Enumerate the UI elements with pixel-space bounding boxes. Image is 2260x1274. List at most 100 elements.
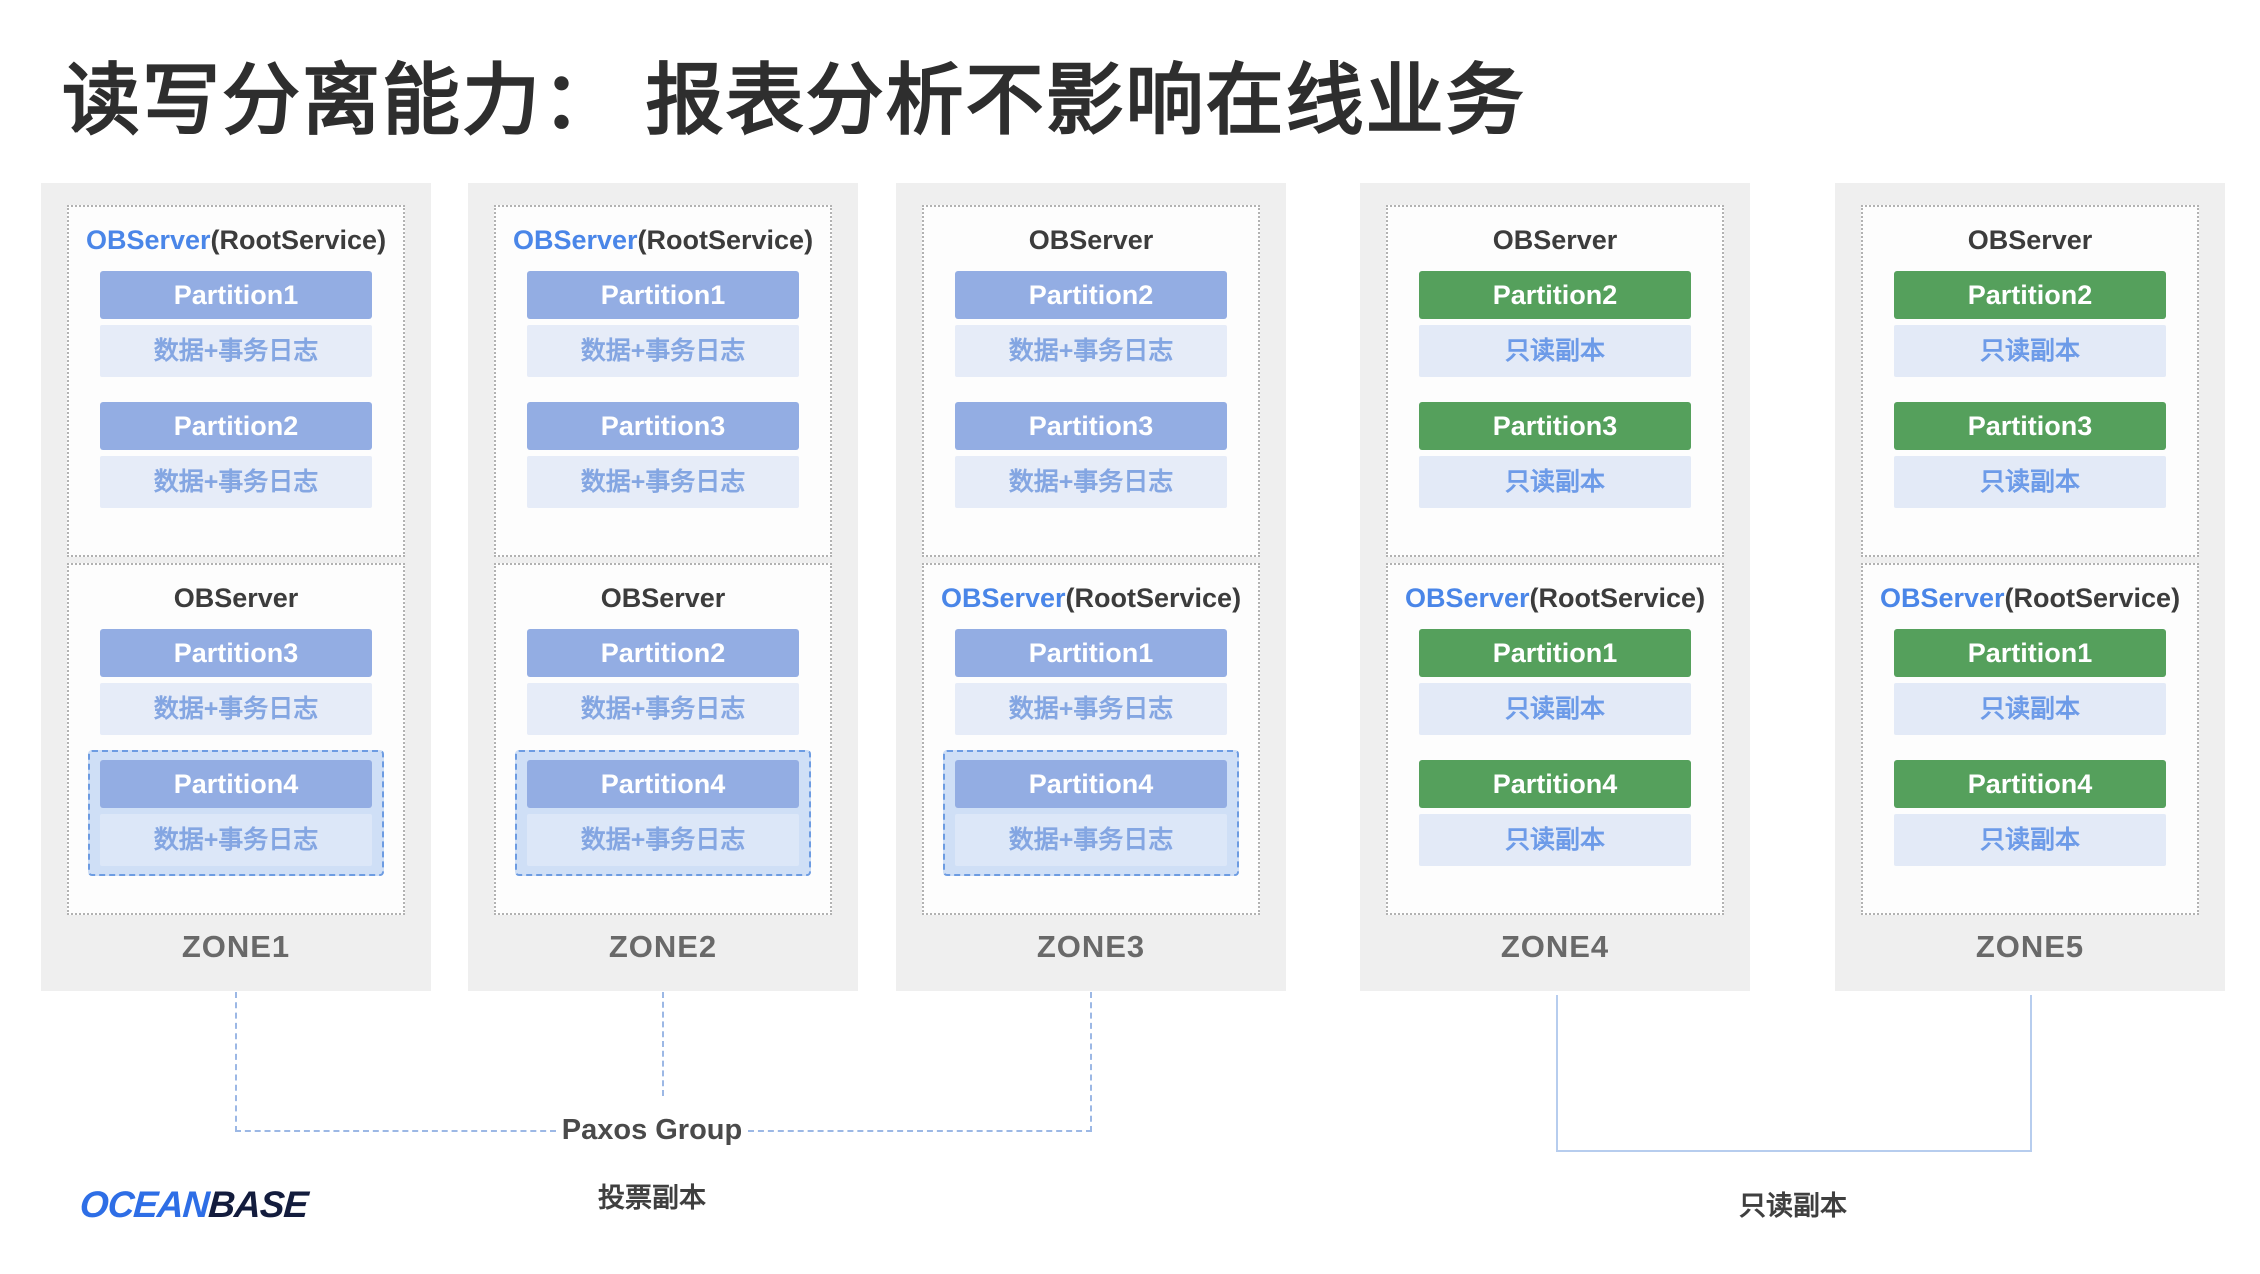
paxos-connector-zone1 <box>235 992 237 1132</box>
partition-bar: Partition4 <box>955 760 1227 808</box>
observer-box: OBServer(RootService) Partition1 只读副本 Pa… <box>1386 563 1724 915</box>
zone-label: ZONE3 <box>1036 929 1146 964</box>
partition-bar: Partition3 <box>1419 402 1691 450</box>
observer-name: OBServer <box>1404 583 1530 613</box>
replica-type-label: 数据+事务日志 <box>527 456 799 508</box>
partition-group: Partition1 数据+事务日志 <box>527 271 799 377</box>
replica-type-label: 数据+事务日志 <box>955 456 1227 508</box>
observer-box: OBServer Partition2 数据+事务日志 Partition4 数… <box>494 563 832 915</box>
observer-box: OBServer Partition2 只读副本 Partition3 只读副本 <box>1386 205 1724 557</box>
readonly-replica-label: 只读副本 <box>1739 1191 1847 1221</box>
observer-title: OBServer <box>69 581 403 615</box>
replica-type-label: 只读副本 <box>1419 325 1691 377</box>
zone-2: OBServer(RootService) Partition1 数据+事务日志… <box>468 183 858 991</box>
observer-name: OBServer <box>85 225 211 255</box>
replica-type-label: 只读副本 <box>1894 814 2166 866</box>
logo-text-base: BASE <box>207 1184 309 1225</box>
partition-bar: Partition1 <box>1419 629 1691 677</box>
observer-title: OBServer(RootService) <box>496 223 830 257</box>
oceanbase-logo: OCEANBASE <box>79 1184 309 1226</box>
partition-bar: Partition1 <box>527 271 799 319</box>
partition-group: Partition4 只读副本 <box>1894 760 2166 866</box>
observer-name: OBServer <box>1967 225 2093 255</box>
observer-box: OBServer(RootService) Partition1 数据+事务日志… <box>67 205 405 557</box>
zone-label: ZONE4 <box>1500 929 1610 964</box>
rootservice-suffix: (RootService) <box>1065 583 1242 613</box>
readonly-connector-bottom <box>1556 1150 2032 1152</box>
replica-type-label: 只读副本 <box>1419 683 1691 735</box>
paxos-connector-zone2 <box>662 992 664 1096</box>
zone-label: ZONE2 <box>608 929 718 964</box>
observer-name: OBServer <box>512 225 638 255</box>
rootservice-suffix: (RootService) <box>2004 583 2181 613</box>
partition-group: Partition2 数据+事务日志 <box>955 271 1227 377</box>
partition-group: Partition2 只读副本 <box>1894 271 2166 377</box>
highlighted-partition-group: Partition4 数据+事务日志 <box>943 750 1239 876</box>
partition-group: Partition1 数据+事务日志 <box>955 629 1227 735</box>
replica-type-label: 数据+事务日志 <box>100 814 372 866</box>
replica-type-label: 数据+事务日志 <box>100 683 372 735</box>
rootservice-suffix: (RootService) <box>637 225 814 255</box>
partition-group: Partition2 数据+事务日志 <box>527 629 799 735</box>
replica-type-label: 数据+事务日志 <box>955 814 1227 866</box>
partition-group: Partition1 数据+事务日志 <box>100 271 372 377</box>
partition-bar: Partition2 <box>955 271 1227 319</box>
paxos-connector-left <box>235 1130 556 1132</box>
observer-box: OBServer Partition2 只读副本 Partition3 只读副本 <box>1861 205 2199 557</box>
partition-bar: Partition2 <box>527 629 799 677</box>
replica-type-label: 只读副本 <box>1894 325 2166 377</box>
partition-bar: Partition2 <box>100 402 372 450</box>
partition-bar: Partition1 <box>100 271 372 319</box>
partition-group: Partition1 只读副本 <box>1894 629 2166 735</box>
voting-replica-label: 投票副本 <box>598 1183 706 1213</box>
observer-title: OBServer <box>1388 223 1722 257</box>
observer-name: OBServer <box>940 583 1066 613</box>
replica-type-label: 数据+事务日志 <box>527 814 799 866</box>
highlighted-partition-group: Partition4 数据+事务日志 <box>88 750 384 876</box>
readonly-connector-zone4 <box>1556 995 1558 1152</box>
partition-group: Partition3 数据+事务日志 <box>527 402 799 508</box>
partition-bar: Partition4 <box>1419 760 1691 808</box>
partition-group: Partition2 数据+事务日志 <box>100 402 372 508</box>
partition-group: Partition4 只读副本 <box>1419 760 1691 866</box>
partition-bar: Partition1 <box>955 629 1227 677</box>
partition-bar: Partition3 <box>955 402 1227 450</box>
observer-name: OBServer <box>1879 583 2005 613</box>
zone-3: OBServer Partition2 数据+事务日志 Partition3 数… <box>896 183 1286 991</box>
paxos-group-label: Paxos Group <box>561 1114 743 1146</box>
replica-type-label: 数据+事务日志 <box>527 683 799 735</box>
observer-title: OBServer <box>924 223 1258 257</box>
replica-type-label: 数据+事务日志 <box>100 325 372 377</box>
zone-4: OBServer Partition2 只读副本 Partition3 只读副本… <box>1360 183 1750 991</box>
observer-box: OBServer(RootService) Partition1 只读副本 Pa… <box>1861 563 2199 915</box>
partition-group: Partition1 只读副本 <box>1419 629 1691 735</box>
partition-bar: Partition3 <box>1894 402 2166 450</box>
observer-name: OBServer <box>173 583 299 613</box>
replica-type-label: 数据+事务日志 <box>100 456 372 508</box>
partition-group: Partition3 数据+事务日志 <box>100 629 372 735</box>
partition-group: Partition2 只读副本 <box>1419 271 1691 377</box>
replica-type-label: 只读副本 <box>1894 683 2166 735</box>
partition-group: Partition3 只读副本 <box>1894 402 2166 508</box>
observer-title: OBServer <box>1863 223 2197 257</box>
partition-group: Partition3 只读副本 <box>1419 402 1691 508</box>
partition-bar: Partition3 <box>527 402 799 450</box>
replica-type-label: 数据+事务日志 <box>955 683 1227 735</box>
zone-5: OBServer Partition2 只读副本 Partition3 只读副本… <box>1835 183 2225 991</box>
partition-bar: Partition2 <box>1894 271 2166 319</box>
observer-name: OBServer <box>600 583 726 613</box>
observer-title: OBServer(RootService) <box>69 223 403 257</box>
zone-label: ZONE1 <box>181 929 291 964</box>
observer-title: OBServer(RootService) <box>1863 581 2197 615</box>
page-title: 读写分离能力： 报表分析不影响在线业务 <box>62 56 1526 144</box>
paxos-connector-right <box>748 1130 1092 1132</box>
highlighted-partition-group: Partition4 数据+事务日志 <box>515 750 811 876</box>
observer-title: OBServer <box>496 581 830 615</box>
replica-type-label: 只读副本 <box>1419 456 1691 508</box>
readonly-connector-zone5 <box>2030 995 2032 1152</box>
partition-bar: Partition3 <box>100 629 372 677</box>
logo-text-ocean: OCEAN <box>78 1184 211 1225</box>
zone-label: ZONE5 <box>1975 929 2085 964</box>
paxos-connector-zone3 <box>1090 992 1092 1132</box>
